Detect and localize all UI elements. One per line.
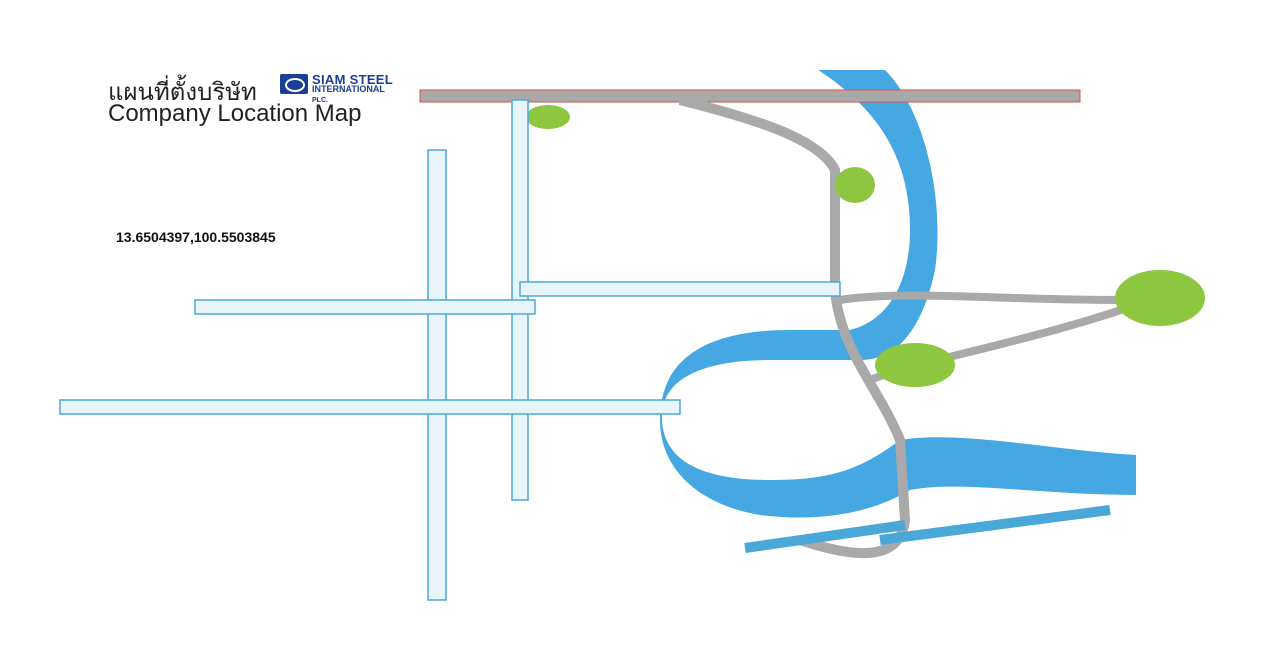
logo-name: SIAM STEEL (312, 72, 394, 87)
coordinates: 13.6504397,100.5503845 (116, 229, 276, 245)
company-logo: SIAM STEEL INTERNATIONAL PLC. (280, 72, 400, 104)
title-english: Company Location Map (108, 100, 362, 127)
title-thai: แผนที่ตั้งบริษัท (108, 78, 257, 106)
logo-name-line2: INTERNATIONAL PLC. (312, 84, 385, 104)
logo-mark-icon (280, 74, 308, 94)
local-roads (59, 99, 841, 601)
